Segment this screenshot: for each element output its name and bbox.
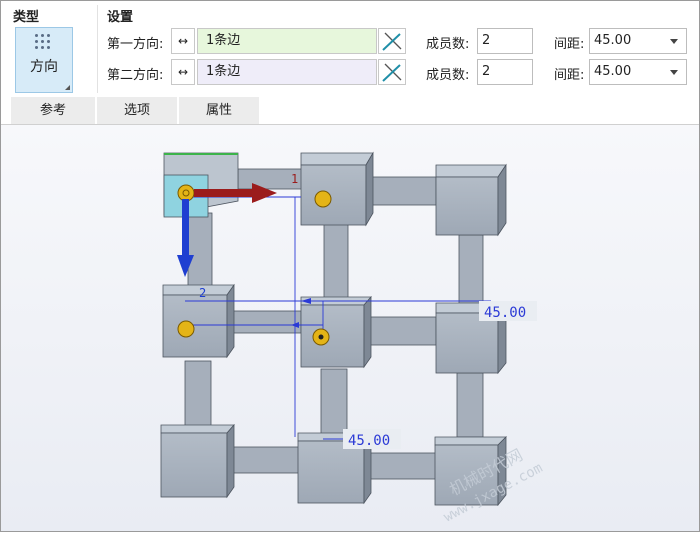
pattern-3d-model[interactable]: 1 2 45.00 45.00 机械时代网 www.jxage.com <box>1 125 699 531</box>
pattern-cube-1[interactable] <box>163 152 239 218</box>
first-direction-flip-button[interactable] <box>378 28 406 54</box>
pattern-cube-6[interactable] <box>435 301 507 375</box>
pattern-member-marker[interactable] <box>312 328 330 346</box>
second-direction-flip-arrow-button[interactable]: ↔ <box>171 59 195 85</box>
group-divider <box>97 5 98 93</box>
first-direction-arrow[interactable] <box>194 183 277 203</box>
graphics-viewport[interactable]: 1 2 45.00 45.00 机械时代网 www.jxage.com <box>1 124 699 531</box>
first-member-count-label: 成员数: <box>426 37 470 52</box>
pattern-member-marker[interactable] <box>177 184 195 202</box>
first-direction-label: 第一方向: <box>107 37 164 52</box>
first-spacing-select[interactable]: 45.00 <box>589 28 687 54</box>
second-direction-reference-field[interactable]: 1条边 <box>197 59 377 85</box>
flip-direction-icon <box>382 32 402 51</box>
second-spacing-dimension[interactable]: 45.00 <box>348 433 390 449</box>
chevron-down-icon <box>670 70 678 75</box>
pattern-cube-4[interactable] <box>162 283 235 359</box>
chevron-down-icon <box>670 39 678 44</box>
first-spacing-value: 45.00 <box>594 33 632 48</box>
first-spacing-label: 间距: <box>554 37 585 52</box>
type-group-title: 类型 <box>13 10 40 25</box>
pattern-grid-icon <box>35 34 55 54</box>
direction-type-button[interactable]: 方向 <box>15 27 73 93</box>
second-direction-marker: 2 <box>199 286 206 300</box>
dimension-arrowhead <box>291 322 299 328</box>
dropdown-corner-icon <box>65 85 70 90</box>
pattern-cube-9[interactable] <box>434 436 507 507</box>
pattern-ribbon: 类型 方向 设置 第一方向: ↔ 1条边 成员数: 2 间距: 45.00 第二… <box>1 1 699 97</box>
first-spacing-dimension-bg <box>479 301 537 321</box>
tab-properties[interactable]: 属性 <box>179 97 259 124</box>
second-spacing-label: 间距: <box>554 68 585 83</box>
tab-options[interactable]: 选项 <box>97 97 177 124</box>
second-spacing-value: 45.00 <box>594 64 632 79</box>
settings-group-title: 设置 <box>107 10 134 25</box>
pattern-cube-2[interactable] <box>300 151 374 227</box>
dimension-arrowhead <box>301 298 311 304</box>
second-spacing-select[interactable]: 45.00 <box>589 59 687 85</box>
connector-bars <box>184 168 484 480</box>
second-spacing-dimension-bg <box>343 429 401 449</box>
pattern-cube-7[interactable] <box>160 423 235 499</box>
pattern-member-marker[interactable] <box>177 320 195 338</box>
second-direction-flip-button[interactable] <box>378 59 406 85</box>
second-member-count-label: 成员数: <box>426 68 470 83</box>
second-member-count-input[interactable]: 2 <box>477 59 533 85</box>
tab-references[interactable]: 参考 <box>11 97 95 124</box>
panel-tab-bar: 参考 选项 属性 <box>1 97 699 124</box>
direction-type-label: 方向 <box>30 59 58 75</box>
pattern-member-marker[interactable] <box>314 190 332 208</box>
first-direction-marker: 1 <box>291 172 298 186</box>
second-direction-arrow[interactable] <box>177 199 194 277</box>
first-spacing-dimension[interactable]: 45.00 <box>484 305 526 321</box>
flip-direction-icon <box>382 63 402 82</box>
first-direction-flip-arrow-button[interactable]: ↔ <box>171 28 195 54</box>
second-direction-label: 第二方向: <box>107 68 164 83</box>
pattern-cube-5[interactable] <box>300 295 372 369</box>
first-member-count-input[interactable]: 2 <box>477 28 533 54</box>
pattern-cube-3[interactable] <box>435 163 507 237</box>
first-direction-reference-field[interactable]: 1条边 <box>197 28 377 54</box>
